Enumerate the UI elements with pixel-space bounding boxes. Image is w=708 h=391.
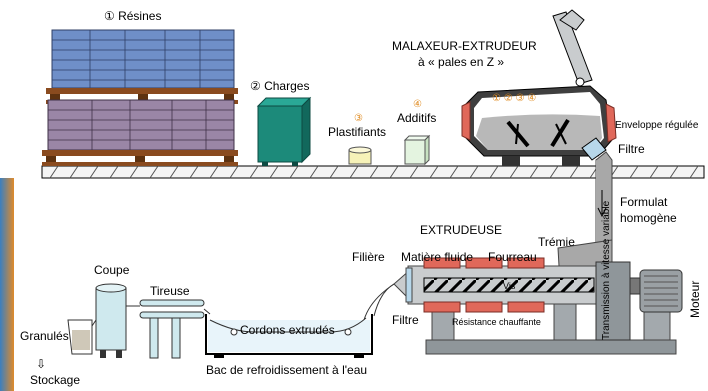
extruded-strand — [363, 283, 395, 321]
malaxeur-hopper-arm — [552, 9, 593, 87]
transmission-box — [595, 261, 631, 341]
label-fourreau: Fourreau — [488, 250, 537, 264]
label-cordons: Cordons extrudés — [240, 323, 335, 337]
label-coupe: Coupe — [94, 263, 130, 277]
label-stockage: Stockage — [30, 373, 81, 387]
malaxeur-body — [461, 85, 617, 166]
label-stockage-arrow: ⇩ — [36, 357, 47, 371]
label-resistance: Résistance chauffante — [452, 317, 541, 327]
label-additifs-number: ④ — [413, 99, 422, 110]
label-charges: ② Charges — [250, 79, 310, 93]
label-moteur: Moteur — [688, 280, 702, 318]
label-enveloppe: Enveloppe régulée — [615, 120, 699, 131]
motor — [629, 269, 683, 313]
label-plastifiants-number: ③ — [354, 113, 363, 124]
label-resines: ① Résines — [104, 9, 162, 23]
label-plastifiants: Plastifiants — [328, 125, 387, 139]
conveyor-belt — [41, 165, 705, 179]
label-bac: Bac de refroidissement à l'eau — [206, 363, 368, 377]
extruder-frame — [425, 299, 677, 355]
granules-bin — [67, 319, 97, 355]
transfer-pipe — [581, 137, 613, 267]
label-formulat: Formulat — [620, 195, 668, 209]
label-filtre-bottom: Filtre — [392, 313, 419, 327]
label-homogene: homogène — [620, 211, 677, 225]
label-filtre-top: Filtre — [618, 142, 645, 156]
edge-photo-fragment — [0, 178, 14, 391]
cooling-bath — [205, 314, 373, 358]
tireuse — [139, 299, 211, 359]
charges-box — [256, 96, 312, 166]
label-transmission: Transmission à vitesse variable — [601, 200, 612, 340]
label-extrudeuse: EXTRUDEUSE — [420, 223, 503, 237]
label-malaxeur-numbers: ① ② ③ ④ — [492, 93, 537, 104]
label-tremie: Trémie — [538, 235, 575, 249]
additifs-container — [403, 134, 431, 166]
resines-sacks-purple — [42, 99, 238, 166]
label-granules: Granulés — [20, 329, 69, 343]
extruder-barrel — [393, 257, 599, 313]
plastifiants-container — [348, 146, 372, 165]
label-matiere-fluide: Matière fluide — [401, 250, 474, 264]
resines-sacks-blue — [46, 29, 238, 104]
label-malaxeur-title: MALAXEUR-EXTRUDEUR — [392, 39, 537, 53]
label-tireuse: Tireuse — [150, 284, 190, 298]
label-vis: Vis — [503, 281, 516, 291]
label-malaxeur-subtitle: à « pales en Z » — [418, 55, 505, 69]
coupe — [95, 283, 140, 358]
label-filiere: Filière — [352, 250, 385, 264]
label-additifs: Additifs — [397, 111, 437, 125]
